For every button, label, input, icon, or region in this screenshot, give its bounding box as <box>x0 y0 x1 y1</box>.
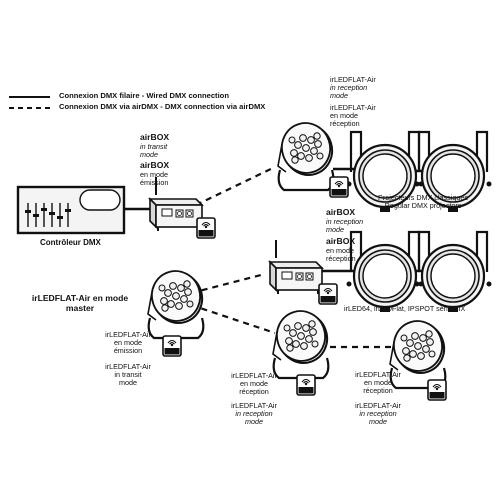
legend-wired: Connexion DMX filaire - Wired DMX connec… <box>9 91 309 101</box>
master-sub-mode-en-2: mode <box>119 378 137 387</box>
link-master-to-airbox-mid <box>190 272 266 295</box>
led-fixture-bottom-left <box>269 303 335 380</box>
master-sub-name-en: irLEDFLAT-Air <box>105 362 151 371</box>
fixture-br-mode-en-2: mode <box>369 417 387 426</box>
fixture-top-mode-fr-1: en mode <box>330 111 358 120</box>
airbox-mid-mode-en-1: in reception <box>326 217 364 226</box>
wifi-icon <box>427 379 447 401</box>
fixture-bl-mode-en-1: in reception <box>235 409 273 418</box>
par-can-mid-1 <box>345 230 425 314</box>
fixture-br-mode-fr-2: réception <box>363 386 393 395</box>
master-sub-name: irLEDFLAT-Air <box>105 330 151 339</box>
legend-wireless-label: Connexion DMX via airDMX - DMX connectio… <box>59 102 266 111</box>
airbox-mid-name-fr: airBOX <box>326 236 356 246</box>
master-sub-mode-en-1: in transit <box>114 370 142 379</box>
airbox-top-mode-fr-2: émission <box>140 178 169 187</box>
fixture-bl-name-en: irLEDFLAT-Air <box>231 401 277 410</box>
link-airbox-to-fixture-top <box>195 166 276 206</box>
fixture-br-name-en: irLEDFLAT-Air <box>355 401 401 410</box>
classic-projectors-label-1: Projecteurs DMX classiques <box>378 193 468 202</box>
airbox-top-name: airBOX <box>140 132 170 142</box>
master-title-1: irLEDFLAT-Air en mode <box>31 293 129 303</box>
airbox-mid-mode-fr-1: en mode <box>326 246 354 255</box>
airbox-mid-mode-en-2: mode <box>326 225 344 234</box>
airbox-mid-mode-fr-2: réception <box>326 254 356 263</box>
par-can-mid-2 <box>413 230 493 314</box>
fixture-top-mode-fr-2: réception <box>330 119 360 128</box>
fixture-top-mode-en-1: in reception <box>330 83 368 92</box>
airbox-top-mode-en-2: mode <box>140 150 158 159</box>
master-sub-mode-fr-1: en mode <box>114 338 142 347</box>
wifi-icon <box>196 217 216 239</box>
master-sub-mode-fr-2: émission <box>113 346 143 355</box>
fixture-br-mode-en-1: in reception <box>359 409 397 418</box>
airbox-top-mode-fr-1: en mode <box>140 170 168 179</box>
fixture-top-mode-en-2: mode <box>330 91 348 100</box>
wifi-icon <box>318 283 338 305</box>
wireless-connections <box>190 166 392 349</box>
fixture-br-name: irLEDFLAT-Air <box>355 370 401 379</box>
fixture-br-mode-fr-1: en mode <box>364 378 392 387</box>
master-title-2: master <box>65 303 95 313</box>
dmx-controller <box>16 185 126 235</box>
wifi-icon <box>162 335 182 357</box>
led-fixture-master <box>144 263 210 340</box>
fixture-bl-name: irLEDFLAT-Air <box>231 371 277 380</box>
controller-label: Contrôleur DMX <box>40 238 101 247</box>
link-master-to-fixture-bl <box>190 303 276 335</box>
legend-wired-label: Connexion DMX filaire - Wired DMX connec… <box>59 91 229 100</box>
airbox-top-mode-en-1: in transit <box>140 142 168 151</box>
fixture-top-name: irLEDFLAT-Air <box>330 75 376 84</box>
airbox-top-name-fr: airBOX <box>140 160 170 170</box>
airbox-receiver <box>269 239 323 295</box>
fixture-bl-mode-en-2: mode <box>245 417 263 426</box>
legend-wireless: Connexion DMX via airDMX - DMX connectio… <box>9 102 309 112</box>
wifi-icon <box>329 176 349 198</box>
fixture-bl-mode-fr-2: réception <box>239 387 269 396</box>
mid-projectors-label: irLED64, irLEDFlat, IPSPOT série SIX <box>344 304 466 313</box>
airbox-mid-name: airBOX <box>326 207 356 217</box>
fixture-top-name-fr: irLEDFLAT-Air <box>330 103 376 112</box>
fixture-bl-mode-fr-1: en mode <box>240 379 268 388</box>
wifi-icon <box>296 374 316 396</box>
classic-projectors-label-2: Regular DMX projectors <box>384 201 462 210</box>
